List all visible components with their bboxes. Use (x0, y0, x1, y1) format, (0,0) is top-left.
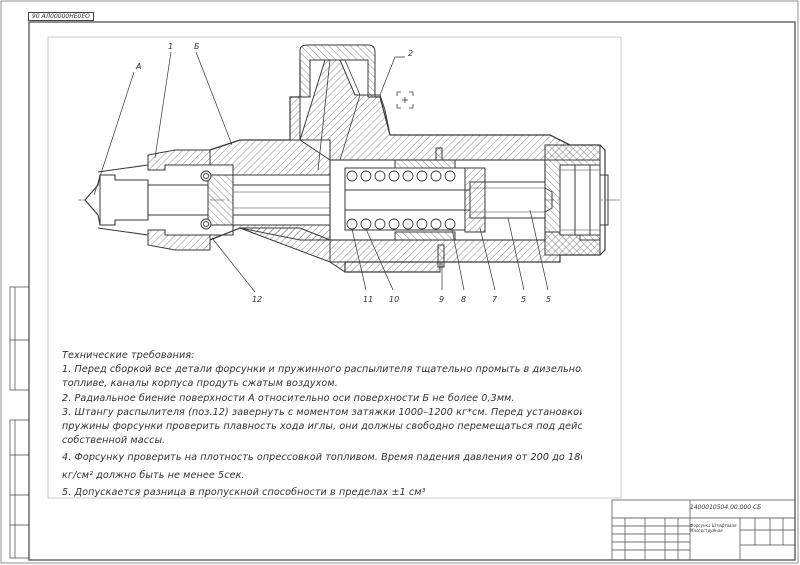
inlet-fitting (299, 44, 376, 98)
leader-1 (154, 51, 172, 159)
notes-heading: Технические требования: (62, 350, 195, 361)
washer-top (435, 147, 443, 161)
note-line-4: 3. Штангу распылителя (поз.12) завернуть… (62, 406, 582, 418)
inlet-channel (322, 59, 361, 161)
leader-6 (507, 217, 525, 291)
sleeve-bottom (394, 231, 456, 241)
title-block (611, 499, 796, 561)
leader-7 (479, 227, 496, 291)
label-6-alt: 5 (521, 295, 526, 304)
nozzle-tip (84, 174, 149, 226)
leader-A (93, 71, 135, 196)
leader-lines (93, 51, 549, 293)
note-line-5: пружины форсунки проверить плавность ход… (62, 421, 582, 433)
label-7: 7 (492, 295, 498, 304)
view-marker (396, 91, 414, 109)
note-line-9: 5. Допускается разница в пропускной спос… (62, 486, 426, 498)
leader-11 (351, 228, 367, 291)
washer-9 (437, 244, 445, 268)
label-8: 8 (461, 295, 466, 304)
label-1: 1 (168, 42, 173, 51)
nut-bore (559, 164, 601, 236)
lock-nut (464, 167, 486, 233)
sleeve-top (394, 159, 456, 169)
drawing-code: 1400010504.00.000 СБ (690, 504, 762, 511)
drawing-title: Форсунка Штифтовая Многоструйная (690, 523, 737, 533)
end-cap (599, 174, 609, 226)
note-line-1: 1. Перед сборкой все детали форсунки и п… (62, 364, 582, 376)
label-11: 11 (363, 295, 373, 304)
leader-8 (451, 228, 465, 291)
label-2: 2 (408, 49, 413, 58)
seal-ball-lower (200, 218, 212, 230)
label-B: Б (194, 42, 200, 51)
seal-ball-upper (200, 170, 212, 182)
left-margin-stamp (9, 286, 30, 559)
stem-rod (232, 184, 334, 216)
nozzle-nut (147, 149, 211, 171)
leader-2 (379, 56, 405, 96)
spring-rod (344, 189, 471, 211)
needle-body (147, 184, 209, 216)
position-labels: А 1 Б 2 12 11 10 9 8 7 5 5 (135, 42, 551, 304)
note-line-3: 2. Радиальное биение поверхности А относ… (62, 392, 515, 404)
corner-tag: 90 АЛ00000НЕ0ЕО (28, 12, 94, 21)
thread-lines (560, 169, 600, 231)
screw-tip (544, 187, 553, 213)
nozzle-nut-lower (147, 229, 211, 251)
injector-section (78, 44, 622, 273)
label-10: 10 (389, 295, 399, 304)
leader-12 (211, 237, 256, 293)
note-line-2: топливе, каналы корпуса продуть сжатым в… (62, 378, 338, 390)
label-12: 12 (252, 295, 262, 304)
note-line-8: кг/см² должно быть не менее 5сек. (62, 469, 245, 481)
note-line-7: 4. Форсунку проверить на плотность опрес… (62, 452, 582, 464)
technical-requirements: Технические требования: 1. Перед сборкой… (62, 349, 582, 500)
needle-guide (207, 174, 234, 226)
label-9: 9 (439, 295, 444, 304)
label-A: А (135, 62, 141, 71)
fuel-channel (317, 59, 331, 171)
note-line-6: собственной массы. (62, 435, 166, 447)
view-border (47, 36, 622, 499)
leader-B (195, 51, 233, 146)
leader-10 (365, 228, 394, 291)
nozzle-tip-outer (97, 164, 149, 236)
label-5: 5 (546, 295, 551, 304)
leader-5 (529, 209, 549, 291)
body-left-upper (209, 139, 331, 176)
